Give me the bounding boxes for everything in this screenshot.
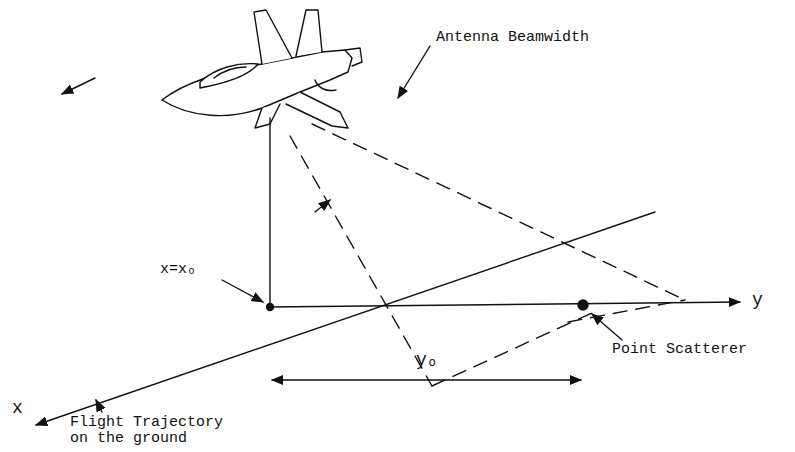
leader-line <box>222 280 263 302</box>
nadir-line <box>269 118 270 306</box>
leader-line <box>398 46 430 98</box>
origin-dot <box>267 304 274 311</box>
axis-label: y <box>752 292 763 308</box>
leader-line <box>96 400 102 412</box>
position-label: x=xₒ <box>160 262 196 278</box>
x-axis <box>36 212 655 425</box>
dimension-label: yₒ <box>416 352 438 368</box>
beam-label: Antenna Beamwidth <box>436 30 589 46</box>
trajectory-label: Flight Trajectory on the ground <box>70 415 230 447</box>
leader-line <box>592 314 622 340</box>
beam-arrow <box>315 200 330 212</box>
point-scatterer-dot <box>578 300 588 310</box>
axis-label: x <box>12 400 23 416</box>
target-label: Point Scatterer <box>612 342 747 358</box>
dimension-arrow <box>272 379 581 380</box>
airplane-sketch <box>162 10 362 128</box>
flight-direction-arrow <box>62 78 95 94</box>
